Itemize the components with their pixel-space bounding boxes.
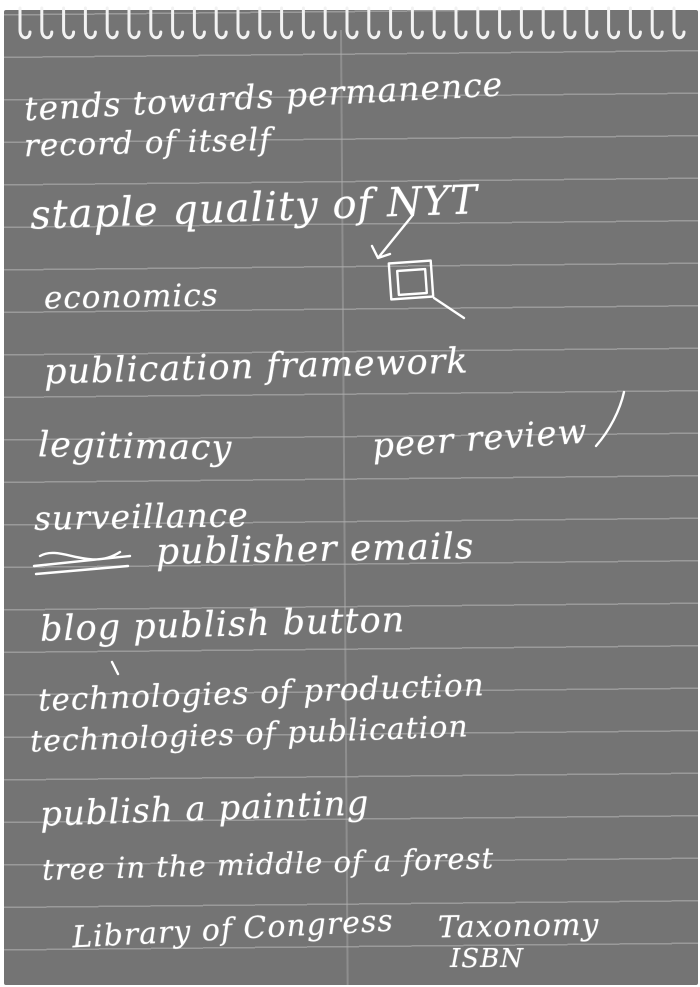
note-line-8: surveillance — [33, 495, 250, 538]
spiral-ring — [127, 6, 141, 40]
spiral-ring — [628, 6, 642, 40]
spiral-ring — [650, 6, 664, 40]
spiral-ring — [389, 6, 403, 40]
note-line-16: Taxonomy — [437, 907, 600, 946]
spiral-ring — [62, 6, 76, 40]
spiral-ring — [83, 6, 97, 40]
spiral-ring — [192, 6, 206, 40]
note-line-10: blog publish button — [39, 600, 406, 650]
spiral-ring — [432, 6, 446, 40]
spiral-ring — [323, 6, 337, 40]
note-line-6: legitimacy — [37, 425, 233, 469]
spiral-ring — [367, 6, 381, 40]
spiral-ring — [236, 6, 250, 40]
spiral-ring — [18, 6, 32, 40]
note-line-9: publisher emails — [155, 526, 475, 573]
spiral-ring — [105, 6, 119, 40]
note-line-17: ISBN — [450, 944, 524, 974]
spiral-ring — [476, 6, 490, 40]
spiral-ring — [214, 6, 228, 40]
spiral-ring — [672, 6, 686, 40]
margin-line — [340, 29, 349, 985]
spiral-binding — [18, 6, 686, 40]
notebook-sheet — [4, 10, 698, 985]
spiral-ring — [280, 6, 294, 40]
spiral-ring — [258, 6, 272, 40]
spiral-ring — [585, 6, 599, 40]
spiral-ring — [519, 6, 533, 40]
note-line-4: economics — [43, 277, 219, 317]
spiral-ring — [498, 6, 512, 40]
spiral-ring — [454, 6, 468, 40]
note-line-2: record of itself — [23, 121, 273, 165]
spiral-ring — [541, 6, 555, 40]
spiral-ring — [410, 6, 424, 40]
spiral-ring — [345, 6, 359, 40]
spiral-ring — [563, 6, 577, 40]
spiral-ring — [301, 6, 315, 40]
spiral-ring — [40, 6, 54, 40]
spiral-ring — [607, 6, 621, 40]
note-line-13: publish a painting — [39, 783, 371, 835]
spiral-ring — [149, 6, 163, 40]
spiral-ring — [171, 6, 185, 40]
